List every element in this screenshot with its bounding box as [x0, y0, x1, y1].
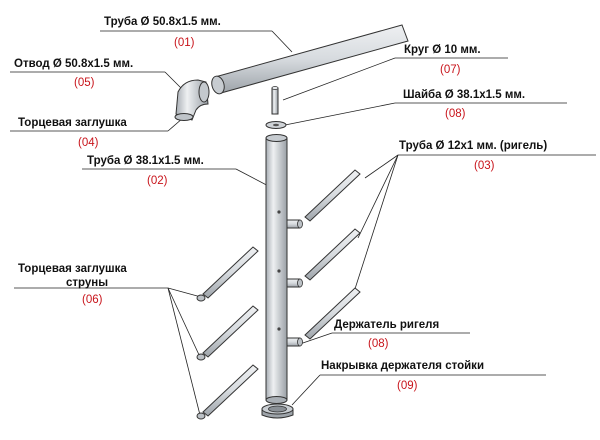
- rail-rods-03: [304, 169, 361, 340]
- round-rod-07: [271, 86, 279, 115]
- rail-rod: [304, 228, 361, 281]
- label-end-cap-04: Торцевая заглушка: [18, 117, 127, 129]
- string-end-cap: [196, 353, 206, 361]
- number-rails-03: (03): [474, 160, 495, 172]
- rail-rod: [304, 287, 361, 340]
- rail-rod: [202, 246, 259, 299]
- label-rail-holder-08: Держатель ригеля: [334, 319, 440, 331]
- rail-holder: [286, 278, 303, 288]
- rail-holders-08: [286, 219, 303, 347]
- leader-lines: [10, 30, 596, 416]
- end-cap-04: [174, 113, 194, 121]
- label-string-cap-06-line1: Торцевая заглушка: [18, 263, 127, 275]
- number-end-cap-04: (04): [78, 137, 99, 149]
- rail-rod: [304, 169, 361, 222]
- handrail-tube-01: [211, 24, 409, 95]
- number-pipe-01: (01): [174, 37, 195, 49]
- label-rails-03: Труба Ø 12x1 мм. (ригель): [399, 140, 548, 152]
- rail-holder: [286, 337, 303, 347]
- label-washer-08: Шайба Ø 38.1x1.5 мм.: [403, 89, 526, 101]
- post-cover-09: [261, 403, 294, 419]
- elbow-05: [175, 79, 210, 121]
- rail-rod: [202, 364, 259, 417]
- number-elbow-05: (05): [74, 77, 95, 89]
- label-rod-07: Круг Ø 10 мм.: [404, 44, 481, 56]
- string-end-caps-06: [196, 294, 206, 420]
- number-rail-holder-08: (08): [368, 338, 389, 350]
- rail-holder: [286, 219, 303, 229]
- string-rods: [202, 246, 259, 417]
- label-post-02: Труба Ø 38.1x1.5 мм.: [87, 155, 204, 167]
- label-elbow-05: Отвод Ø 50.8x1.5 мм.: [14, 58, 134, 70]
- washer-08: [265, 121, 287, 129]
- number-post-cover-09: (09): [397, 380, 418, 392]
- number-post-02: (02): [147, 175, 168, 187]
- label-post-cover-09: Накрывка держателя стойки: [321, 360, 485, 372]
- string-end-cap: [196, 294, 206, 302]
- post-tube-02: [265, 134, 288, 404]
- string-end-cap: [196, 412, 206, 420]
- label-pipe-01: Труба Ø 50.8x1.5 мм.: [104, 16, 221, 28]
- label-string-cap-06-line2: струны: [66, 277, 109, 289]
- number-washer-08: (08): [445, 108, 466, 120]
- number-string-cap-06: (06): [82, 294, 103, 306]
- number-rod-07: (07): [440, 64, 461, 76]
- rail-rod: [202, 305, 259, 358]
